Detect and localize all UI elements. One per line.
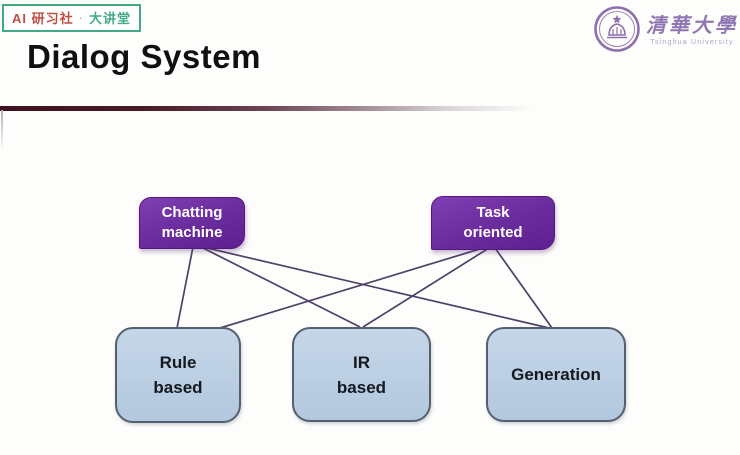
edge-task-oriented-ir-based (362, 247, 490, 328)
page-title: Dialog System (27, 38, 261, 75)
node-label-line: Generation (511, 365, 601, 384)
node-generation: Generation (486, 327, 626, 422)
node-label-line: Chatting (161, 204, 223, 221)
node-task-oriented: Task oriented (431, 196, 555, 250)
university-name-block: 清華大學 Tsinghua University (646, 12, 738, 46)
node-rule-based: Rule based (115, 327, 241, 423)
node-label-line: based (336, 377, 387, 397)
badge-brand-text: AI 研习社 (12, 11, 74, 26)
watermark-badge: AI 研习社 · 大讲堂 (2, 4, 141, 32)
node-label-line: Rule (159, 353, 197, 372)
edge-task-oriented-rule-based (219, 247, 484, 329)
node-label-line: based (153, 378, 203, 397)
accent-left-tick (1, 110, 3, 150)
university-seal-icon (594, 6, 640, 52)
edge-chatting-machine-generation (206, 247, 550, 329)
title-accent-bar (0, 106, 740, 111)
node-label-line: oriented (463, 224, 523, 241)
node-label-line: machine (161, 224, 223, 241)
university-name-chinese: 清華大學 (646, 13, 738, 37)
badge-separator: · (78, 10, 84, 25)
edge-task-oriented-generation (494, 247, 553, 329)
badge-program-text: 大讲堂 (88, 11, 131, 26)
node-label-line: IR (353, 352, 370, 372)
node-label-line: Task (476, 204, 510, 221)
edge-chatting-machine-rule-based (176, 246, 194, 329)
edge-chatting-machine-ir-based (200, 246, 361, 328)
node-chatting-machine: Chatting machine (139, 197, 245, 249)
node-ir-based: IR based (292, 327, 431, 422)
university-name-english: Tsinghua University (650, 39, 734, 46)
university-logo: 清華大學 Tsinghua University (593, 5, 738, 53)
